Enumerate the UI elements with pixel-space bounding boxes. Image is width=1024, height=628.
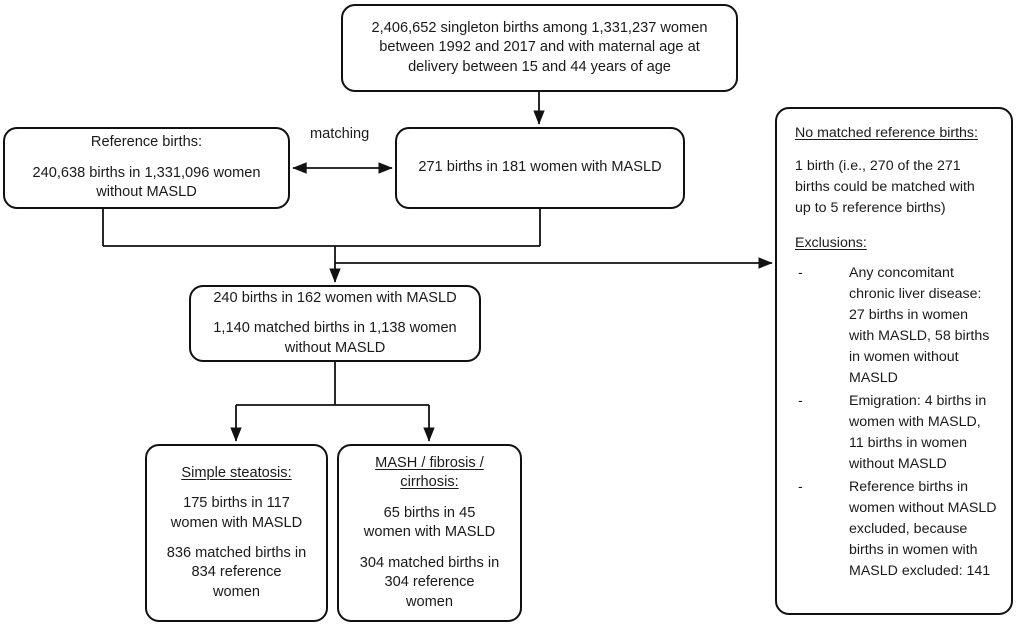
reference-line-1: 240,638 births in 1,331,096 women — [32, 164, 261, 181]
cohort-line-2: between 1992 and 2017 and with maternal … — [379, 39, 700, 56]
steatosis-line-1: 175 births in 117 — [183, 495, 290, 512]
box-mash-fibrosis-cirrhosis: MASH / fibrosis / cirrhosis: 65 births i… — [337, 444, 522, 622]
matched-line-2: 1,140 matched births in 1,138 women — [213, 320, 457, 337]
bullet-dash-icon: - — [798, 265, 803, 282]
exclusion-item: - Reference births in women without MASL… — [795, 477, 997, 582]
box-reference-births: Reference births: 240,638 births in 1,33… — [3, 127, 290, 209]
mash-line-1: 65 births in 45 — [383, 504, 476, 521]
box-masld-births: 271 births in 181 women with MASLD — [395, 127, 685, 209]
exclusion-item-text: Emigration: 4 births in women with MASLD… — [849, 393, 987, 473]
exclusion-item-text: Any concomitant chronic liver disease: 2… — [849, 265, 990, 387]
steatosis-line-4: 834 reference — [191, 564, 282, 581]
matched-line-1: 240 births in 162 women with MASLD — [213, 289, 457, 306]
box-exclusions: No matched reference births: 1 birth (i.… — [775, 107, 1013, 615]
exclusions-list: - Any concomitant chronic liver disease:… — [795, 263, 997, 584]
steatosis-heading: Simple steatosis: — [181, 464, 292, 481]
edge-label-matching: matching — [310, 126, 370, 142]
mash-line-3: 304 matched births in — [359, 554, 500, 571]
cohort-line-1: 2,406,652 singleton births among 1,331,2… — [371, 19, 708, 36]
exclusions-no-match-line-3: up to 5 reference births) — [795, 200, 946, 217]
mash-heading-line-1: MASH / fibrosis / — [375, 455, 484, 472]
bullet-dash-icon: - — [798, 479, 803, 496]
exclusion-item: - Emigration: 4 births in women with MAS… — [795, 391, 997, 475]
steatosis-line-5: women — [212, 583, 261, 600]
box-source-cohort: 2,406,652 singleton births among 1,331,2… — [341, 4, 738, 92]
mash-heading-line-2: cirrhosis: — [400, 474, 459, 491]
cohort-line-3: delivery between 15 and 44 years of age — [408, 58, 671, 75]
box-simple-steatosis: Simple steatosis: 175 births in 117 wome… — [145, 444, 328, 622]
mash-line-2: women with MASLD — [363, 524, 496, 541]
exclusions-no-match-line-2: births could be matched with — [795, 179, 975, 196]
exclusions-no-match-line-1: 1 birth (i.e., 270 of the 271 — [795, 158, 961, 175]
connector-merge-to-matched — [102, 209, 541, 283]
matched-line-3: without MASLD — [284, 339, 386, 356]
exclusions-no-match-heading: No matched reference births: — [795, 125, 978, 141]
mash-line-5: women — [405, 593, 454, 610]
masld-line-1: 271 births in 181 women with MASLD — [418, 159, 662, 176]
exclusion-item: - Any concomitant chronic liver disease:… — [795, 263, 997, 389]
steatosis-line-2: women with MASLD — [170, 514, 303, 531]
reference-line-2: without MASLD — [96, 184, 197, 201]
bullet-dash-icon: - — [798, 393, 803, 410]
steatosis-line-3: 836 matched births in — [166, 545, 307, 561]
box-matched-cohort: 240 births in 162 women with MASLD 1,140… — [189, 285, 481, 362]
connector-split-to-outcomes — [230, 362, 435, 442]
reference-heading: Reference births: — [90, 134, 203, 151]
mash-line-4: 304 reference — [384, 574, 475, 591]
exclusions-heading: Exclusions: — [795, 235, 867, 252]
exclusion-item-text: Reference births in women without MASLD … — [849, 479, 997, 580]
